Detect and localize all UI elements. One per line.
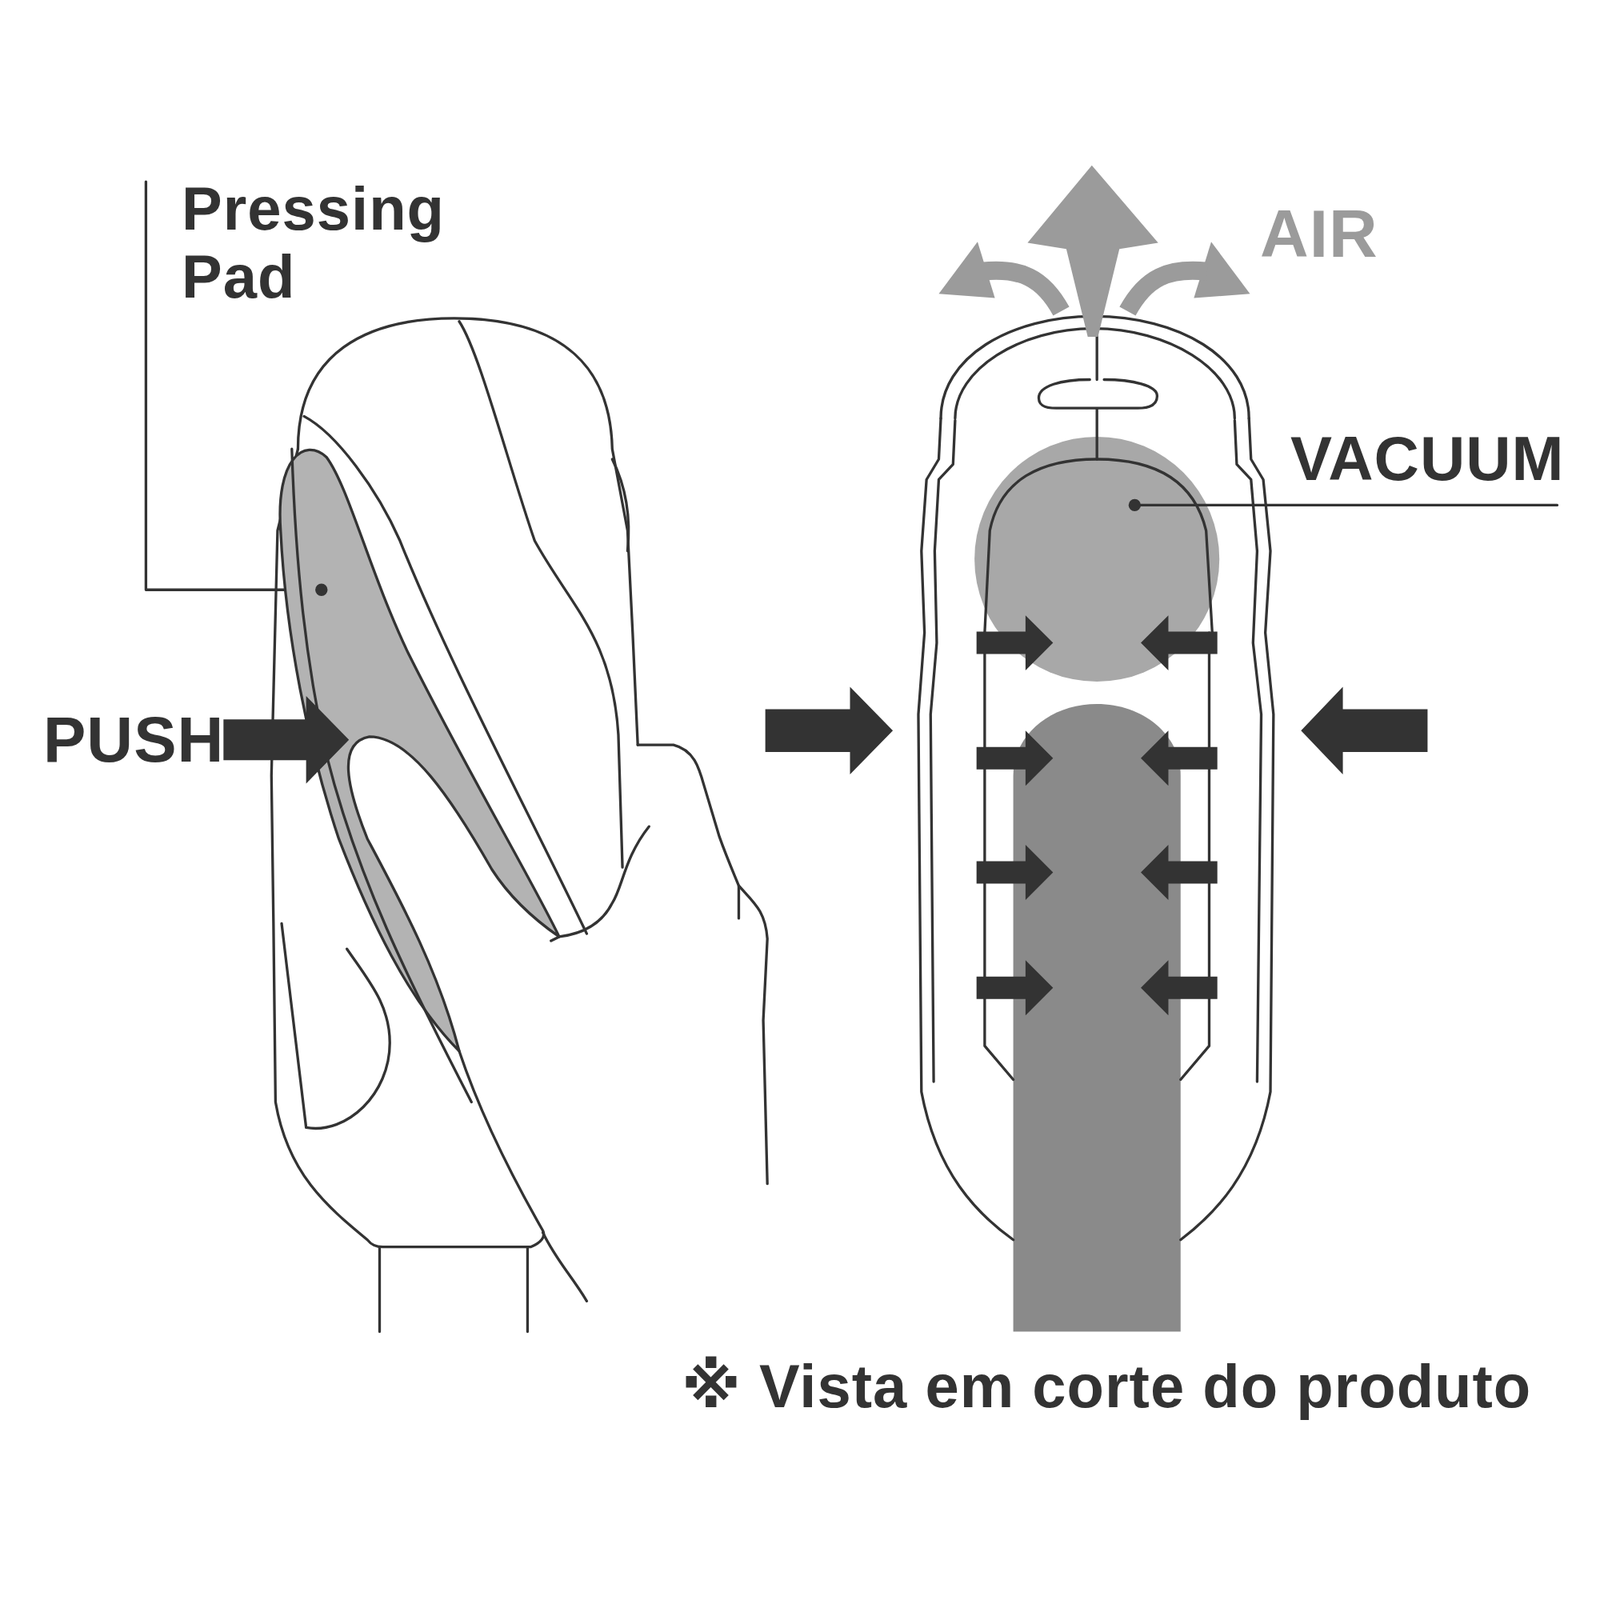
air-arrow (981, 270, 1061, 312)
push-arrow (223, 696, 349, 784)
zone-label: VACUUM (1290, 424, 1565, 494)
casing-outline (918, 418, 1014, 1240)
squeeze-arrow (1140, 844, 1218, 900)
squeeze-arrow (976, 730, 1054, 786)
vacuum-zone (974, 436, 1220, 682)
leader-line (1134, 504, 1557, 507)
casing-outline (1234, 420, 1261, 1083)
air-arrow (1127, 270, 1207, 312)
device-outline (612, 459, 628, 552)
casing-outline (930, 420, 956, 1083)
part-label: Pressing Pad (181, 174, 486, 311)
casing-outline (1180, 418, 1274, 1240)
leader-dot (1128, 499, 1141, 512)
squeeze-arrow (1140, 730, 1218, 786)
flow-label: AIR (1260, 196, 1379, 272)
forearm-outline (379, 1232, 587, 1332)
casing-outline (955, 328, 1235, 419)
inserted-shaft (1013, 704, 1181, 1332)
squeeze-arrow (1300, 686, 1428, 775)
squeeze-arrow (1140, 615, 1218, 671)
hand-outline (551, 826, 649, 941)
squeeze-arrow (976, 844, 1054, 900)
hand-outline (737, 885, 740, 919)
inner-sleeve (984, 459, 1212, 633)
device-outline (281, 923, 390, 1128)
air-arrow (1027, 165, 1158, 337)
action-label: PUSH (43, 704, 224, 776)
device-stripe (304, 416, 587, 934)
squeeze-arrow (976, 615, 1054, 671)
leader-dot (315, 584, 328, 596)
squeeze-arrow (1140, 960, 1218, 1016)
air-valve (1038, 328, 1157, 460)
squeeze-arrow (976, 960, 1054, 1016)
caption-text: ※ Vista em corte do produto (681, 1352, 1532, 1420)
device-stripe (459, 321, 623, 868)
hand-outline (637, 744, 768, 1184)
inner-sleeve (984, 632, 1210, 1080)
squeeze-arrow (765, 686, 893, 775)
